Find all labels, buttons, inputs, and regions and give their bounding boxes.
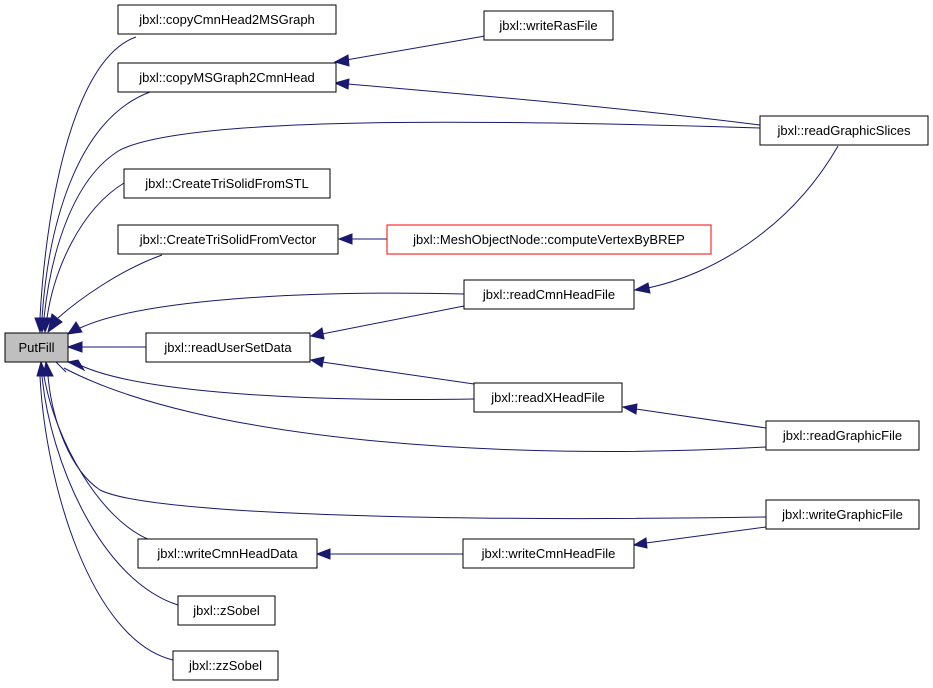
edges	[39, 35, 839, 661]
nodes: PutFill jbxl::copyCmnHead2MSGraph jbxl::…	[4, 4, 929, 681]
edge-copyMSGraph2CmnHead-putfill	[41, 91, 151, 319]
arrowhead-createTriSolidFromVector	[337, 233, 353, 245]
node-readXHeadFile[interactable]: jbxl::readXHeadFile	[473, 382, 623, 413]
node-computeVertexByBREP-label: jbxl::MeshObjectNode::computeVertexByBRE…	[412, 232, 685, 247]
edge-readGraphicFile-putfill	[63, 367, 767, 452]
node-createTriSolidFromSTL-label: jbxl::CreateTriSolidFromSTL	[144, 176, 309, 191]
arrowhead-putfill-low-2	[55, 361, 67, 373]
node-zzSobel-label: jbxl::zzSobel	[188, 658, 262, 673]
node-computeVertexByBREP[interactable]: jbxl::MeshObjectNode::computeVertexByBRE…	[386, 224, 712, 255]
edge-writeCmnHeadData-putfill	[43, 375, 151, 541]
arrowhead-copyMSGraph2CmnHead-2	[333, 78, 350, 90]
arrowhead-putfill-low-1	[66, 359, 86, 372]
arrowhead-readCmnHeadFile	[633, 282, 651, 294]
node-readUserSetData[interactable]: jbxl::readUserSetData	[145, 332, 311, 363]
node-zSobel[interactable]: jbxl::zSobel	[177, 595, 276, 626]
edge-zzSobel-putfill	[39, 375, 174, 661]
edge-readXHeadFile-putfill	[81, 365, 475, 401]
edge-readCmnHeadFile-readUserSetData	[321, 305, 465, 335]
node-copyCmnHead2MSGraph-label: jbxl::copyCmnHead2MSGraph	[138, 12, 315, 27]
edge-writeGraphicFile-putfill	[47, 375, 767, 520]
edge-writeGraphicFile-writeCmnHeadFile	[645, 526, 767, 544]
arrowhead-putfill-top-4	[47, 313, 63, 334]
arrowhead-readUserSetData-2	[309, 356, 325, 368]
node-writeCmnHeadFile-label: jbxl::writeCmnHeadFile	[481, 546, 616, 561]
arrowhead-writeCmnHeadFile	[632, 537, 648, 549]
node-readUserSetData-label: jbxl::readUserSetData	[163, 340, 292, 355]
edge-writeRasFile-copyMSGraph2CmnHead	[345, 35, 486, 61]
edge-readGraphicSlices-readCmnHeadFile	[647, 145, 839, 289]
node-readGraphicFile-label: jbxl::readGraphicFile	[782, 428, 902, 443]
node-readCmnHeadFile-label: jbxl::readCmnHeadFile	[482, 287, 615, 302]
edge-readCmnHeadFile-putfill	[79, 292, 465, 329]
node-writeCmnHeadData[interactable]: jbxl::writeCmnHeadData	[137, 538, 318, 569]
arrowhead-writeCmnHeadData	[315, 548, 331, 560]
node-writeGraphicFile[interactable]: jbxl::writeGraphicFile	[765, 499, 920, 530]
edge-readGraphicSlices-copyMSGraph2CmnHead	[347, 83, 761, 126]
arrowhead-putfill-mid	[66, 341, 83, 353]
edge-createTriSolidFromSTL-putfill	[46, 182, 125, 319]
node-readGraphicFile[interactable]: jbxl::readGraphicFile	[765, 420, 920, 451]
arrowhead-readXHeadFile	[621, 403, 638, 415]
arrowheads	[34, 54, 651, 560]
arrowhead-copyMSGraph2CmnHead-1	[333, 54, 350, 67]
arrowhead-putfill-bottom-2	[36, 360, 48, 377]
node-copyCmnHead2MSGraph[interactable]: jbxl::copyCmnHead2MSGraph	[117, 4, 337, 35]
node-createTriSolidFromVector-label: jbxl::CreateTriSolidFromVector	[139, 232, 317, 247]
node-readCmnHeadFile[interactable]: jbxl::readCmnHeadFile	[463, 279, 635, 310]
arrowhead-putfill-top-3	[40, 317, 52, 334]
node-writeRasFile[interactable]: jbxl::writeRasFile	[483, 10, 614, 41]
edge-copyCmnHead2MSGraph-putfill	[39, 36, 137, 319]
node-putfill-label: PutFill	[18, 340, 54, 355]
edge-readGraphicSlices-putfill	[43, 121, 761, 319]
node-readXHeadFile-label: jbxl::readXHeadFile	[490, 390, 604, 405]
edge-readXHeadFile-readUserSetData	[321, 361, 475, 385]
node-copyMSGraph2CmnHead-label: jbxl::copyMSGraph2CmnHead	[138, 70, 315, 85]
node-createTriSolidFromVector[interactable]: jbxl::CreateTriSolidFromVector	[117, 224, 339, 255]
node-zzSobel[interactable]: jbxl::zzSobel	[172, 650, 279, 681]
node-writeRasFile-label: jbxl::writeRasFile	[498, 18, 597, 33]
node-putfill[interactable]: PutFill	[4, 332, 69, 363]
arrowhead-putfill-top-5	[66, 321, 83, 335]
node-writeCmnHeadFile[interactable]: jbxl::writeCmnHeadFile	[462, 538, 635, 569]
node-writeGraphicFile-label: jbxl::writeGraphicFile	[781, 507, 903, 522]
edge-readGraphicFile-readXHeadFile	[635, 408, 767, 429]
node-readGraphicSlices-label: jbxl::readGraphicSlices	[777, 123, 911, 138]
node-createTriSolidFromSTL[interactable]: jbxl::CreateTriSolidFromSTL	[123, 168, 331, 199]
arrowhead-readUserSetData-1	[309, 327, 325, 340]
node-zSobel-label: jbxl::zSobel	[192, 603, 260, 618]
node-copyMSGraph2CmnHead[interactable]: jbxl::copyMSGraph2CmnHead	[117, 62, 337, 93]
edge-zSobel-putfill	[41, 375, 179, 606]
node-readGraphicSlices[interactable]: jbxl::readGraphicSlices	[759, 115, 929, 146]
node-writeCmnHeadData-label: jbxl::writeCmnHeadData	[156, 546, 298, 561]
edge-createTriSolidFromVector-putfill	[57, 254, 163, 319]
